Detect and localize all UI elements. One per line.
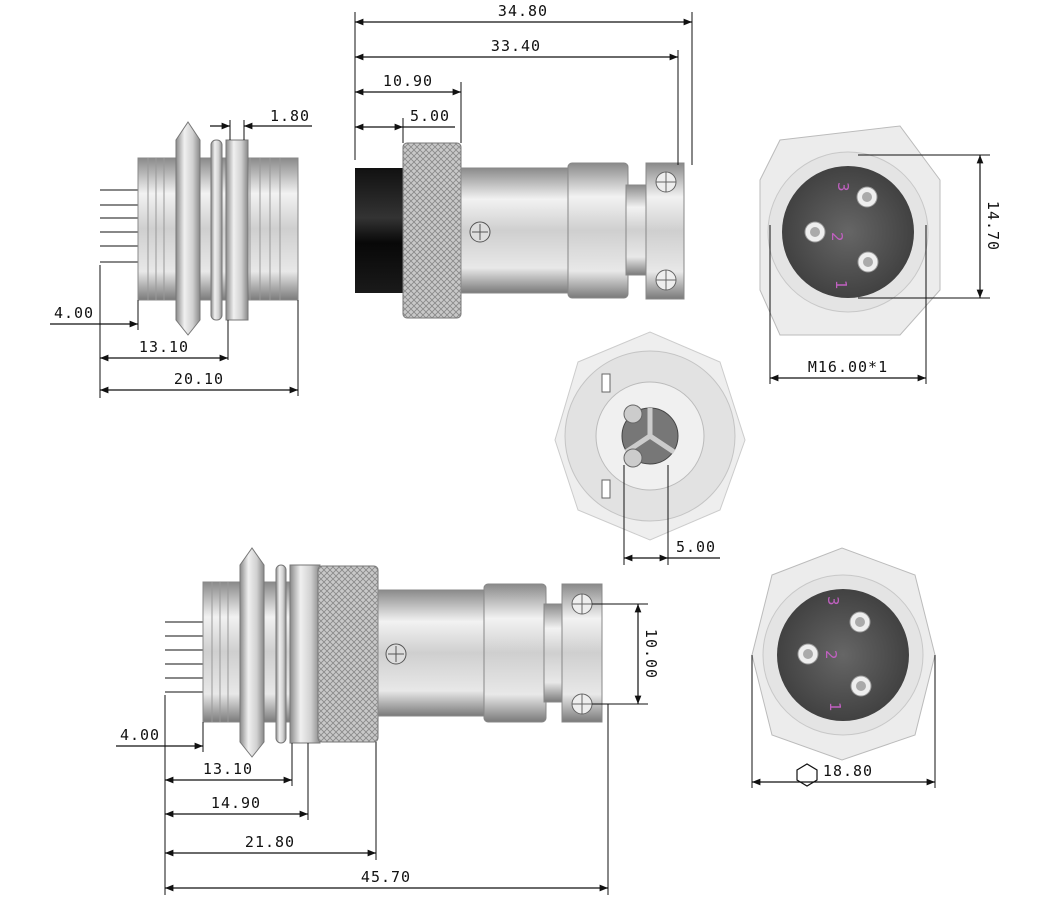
- rear-view: [554, 331, 746, 541]
- dim-5-00: 5.00: [410, 107, 450, 125]
- socket-side-view: [100, 121, 299, 336]
- dim-13-10-socket: 13.10: [139, 338, 189, 356]
- dim-10-00: 10.00: [642, 629, 660, 679]
- top-dimensions: 34.80 33.40 10.90 5.00: [354, 2, 693, 165]
- rear-slot: [601, 479, 611, 499]
- assembly-dimensions: 10.00 4.00 13.10 14.90 21.80 45.70: [116, 603, 660, 895]
- dim-14-90: 14.90: [211, 794, 261, 812]
- dim-4-00-socket: 4.00: [54, 304, 94, 322]
- plug-knurled-nut: [402, 142, 462, 319]
- socket-washer: [210, 139, 223, 321]
- socket-hex-nut: [175, 121, 201, 336]
- assembly-side-view: [165, 547, 603, 758]
- rear-slot: [601, 373, 611, 393]
- plug-collar: [567, 162, 629, 299]
- pin-label-2b: 2: [822, 650, 840, 660]
- plug-side-view: [355, 142, 685, 319]
- hexagon-icon: [796, 763, 818, 787]
- dim-33-40: 33.40: [491, 37, 541, 55]
- dim-20-10: 20.10: [174, 370, 224, 388]
- dim-m16: M16.00*1: [808, 358, 888, 376]
- pin-label-1: 1: [832, 280, 850, 290]
- dim-45-70: 45.70: [361, 868, 411, 886]
- dim-18-80: 18.80: [823, 762, 873, 780]
- dim-1-80: 1.80: [270, 107, 310, 125]
- pin-label-3b: 3: [824, 596, 842, 606]
- hex-dimension: 18.80: [751, 655, 936, 788]
- dim-34-80: 34.80: [498, 2, 548, 20]
- plug-black-insert: [355, 168, 405, 293]
- front-face-view: 3 2 1: [759, 125, 941, 336]
- assembly-knurled-nut: [317, 565, 379, 743]
- dim-10-90: 10.90: [383, 72, 433, 90]
- front-insert-face-2: [777, 589, 909, 721]
- dim-4-00-assembly: 4.00: [120, 726, 160, 744]
- pin-label-1b: 1: [826, 702, 844, 712]
- dim-13-10-assembly: 13.10: [203, 760, 253, 778]
- pin-label-3: 3: [834, 182, 852, 192]
- socket-dimensions: 1.80 4.00 13.10 20.10: [50, 107, 312, 398]
- socket-flange: [225, 139, 249, 321]
- dim-5-00-rear: 5.00: [676, 538, 716, 556]
- rear-dimensions: 5.00: [623, 465, 720, 565]
- plug-neck: [625, 184, 649, 276]
- dim-14-70: 14.70: [984, 201, 1002, 251]
- pin-label-2: 2: [828, 232, 846, 242]
- dim-21-80: 21.80: [245, 833, 295, 851]
- assembly-hex-nut: [239, 547, 265, 758]
- front-insert-face: [782, 166, 914, 298]
- front-dimensions: 14.70 M16.00*1: [769, 154, 1002, 384]
- front-face-view-2: 3 2 1: [751, 547, 936, 761]
